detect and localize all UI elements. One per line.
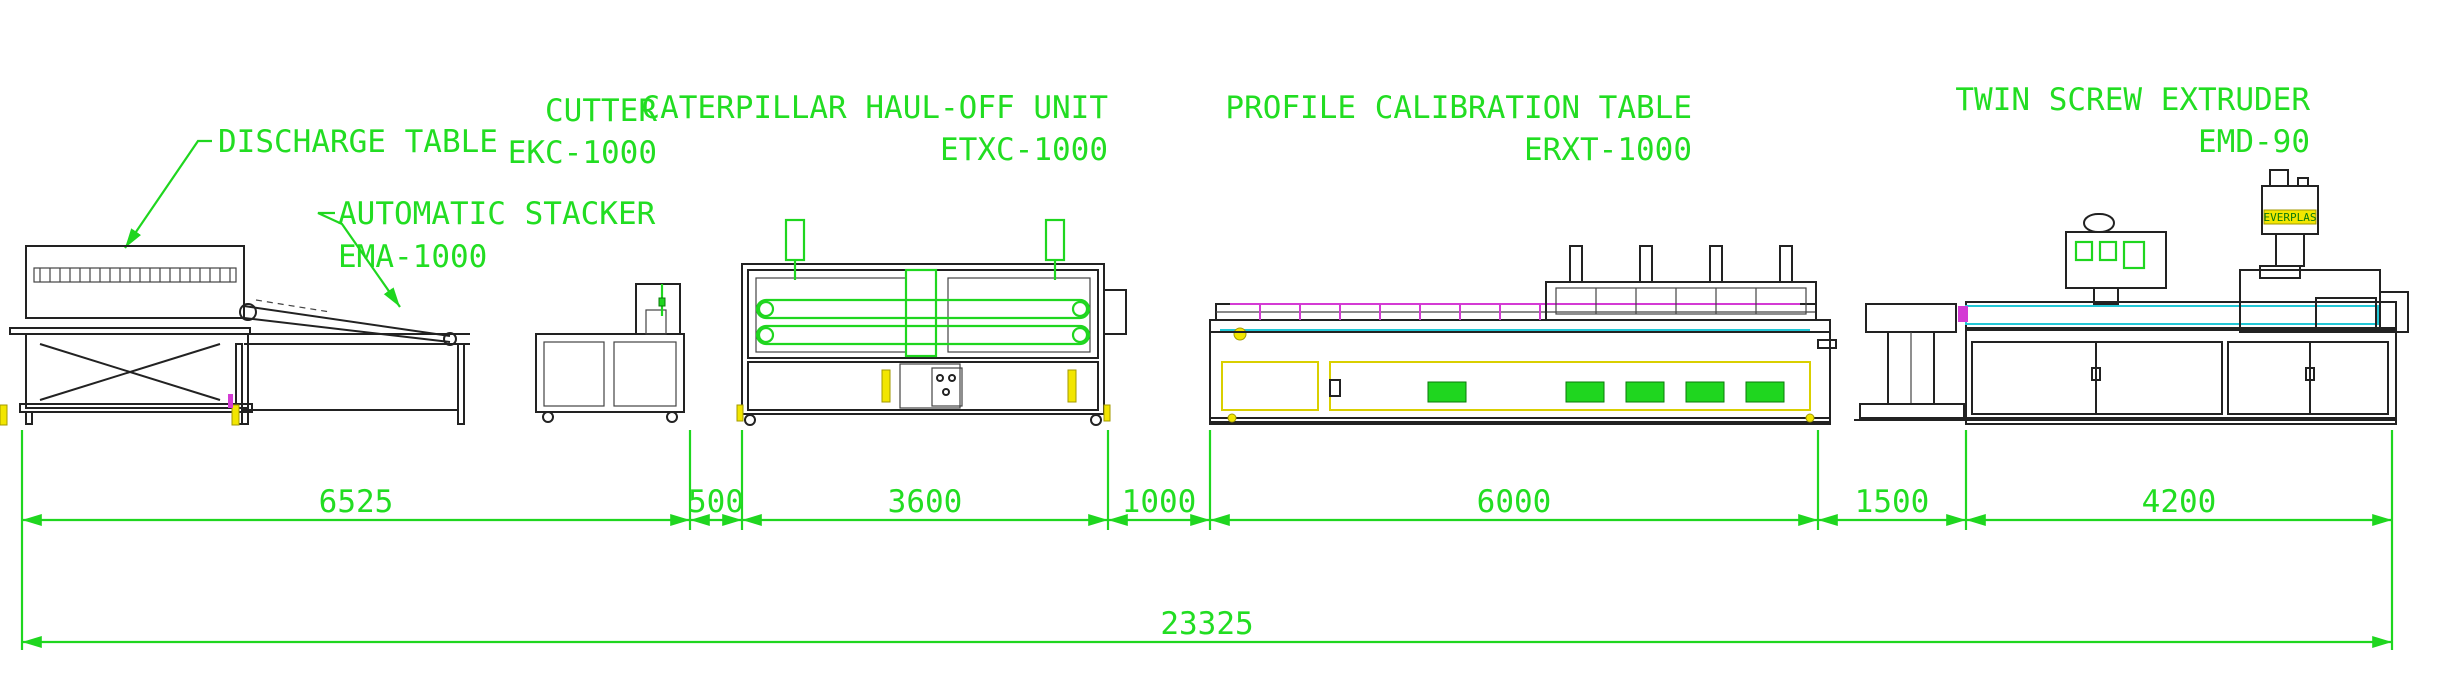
calibration-label: PROFILE CALIBRATION TABLE [1225,90,1692,126]
everplas-badge: EVERPLAS [2264,211,2317,224]
calibration-model: ERXT-1000 [1524,132,1692,168]
dim-total-23325: 23325 [1160,606,1253,642]
haul-off-model: ETXC-1000 [940,132,1108,168]
stacker-label: AUTOMATIC STACKER [338,196,656,232]
dim-500: 500 [688,484,744,520]
dim-1000: 1000 [1122,484,1197,520]
haul-off-drawing [736,218,1127,426]
extruder-drawing: EVERPLAS [1854,169,2409,425]
dim-3600: 3600 [888,484,963,520]
cutter-model: EKC-1000 [508,135,657,171]
discharge-table-drawing [0,245,470,426]
dim-6000: 6000 [1477,484,1552,520]
cutter-label: CUTTER [545,93,657,129]
stacker-leader [317,211,401,308]
extruder-label: TWIN SCREW EXTRUDER [1955,82,2310,118]
cutter-drawing [535,283,685,423]
calibration-drawing [1209,245,1837,425]
extruder-model: EMD-90 [2198,124,2310,160]
discharge-table-label: DISCHARGE TABLE [218,124,498,160]
dim-1500: 1500 [1855,484,1930,520]
haul-off-label: CATERPILLAR HAUL-OFF UNIT [641,90,1108,126]
discharge-leader [124,139,212,249]
dimension-lines [20,430,2394,650]
dim-6525: 6525 [319,484,394,520]
stacker-model: EMA-1000 [338,239,487,275]
dim-4200: 4200 [2142,484,2217,520]
